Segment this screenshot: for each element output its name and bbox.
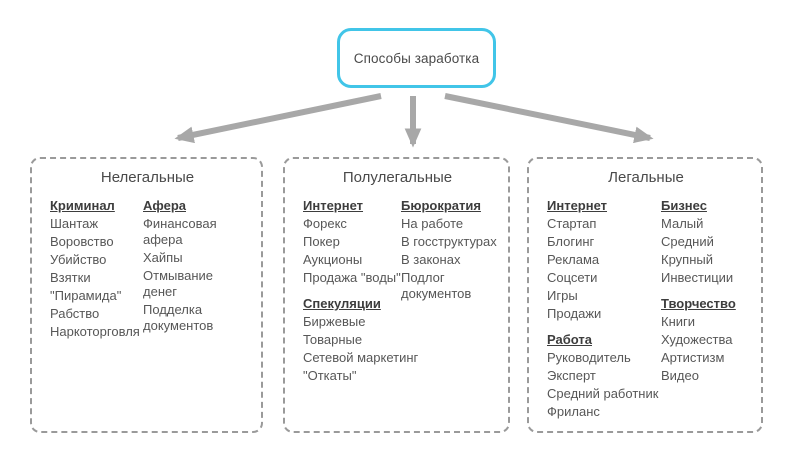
list-item: Средний работник (547, 386, 659, 401)
list-item: Художества (661, 332, 733, 347)
list-item: Форекс (303, 216, 347, 231)
panel-title: Полулегальные (342, 169, 453, 186)
section-header: Криминал (50, 198, 115, 213)
arrow-to-illegal (174, 93, 382, 144)
list-item: Артистизм (661, 350, 725, 365)
panel-title: Нелегальные (100, 169, 195, 186)
list-item: Реклама (547, 252, 600, 267)
section-header: Бюрократия (401, 198, 481, 213)
list-item: Хайпы (143, 250, 183, 265)
panel-title: Легальные (608, 169, 684, 186)
list-item: Финансовая афера (143, 216, 217, 247)
list-item: Взятки (50, 270, 91, 285)
list-item: Сетевой маркетинг (303, 350, 419, 365)
section-header: Работа (547, 332, 592, 347)
list-item: В госструктурах (401, 234, 497, 249)
list-item: Малый (661, 216, 704, 231)
section-header: Творчество (661, 296, 736, 311)
list-item: Шантаж (50, 216, 99, 231)
list-item: Крупный (661, 252, 713, 267)
section-header: Бизнес (661, 198, 707, 213)
list-item: Видео (661, 368, 699, 383)
list-item: Игры (547, 288, 578, 303)
list-item: "Откаты" (303, 368, 357, 383)
section-header: Интернет (303, 198, 364, 213)
list-item: На работе (401, 216, 464, 231)
list-item: "Пирамида" (50, 288, 122, 303)
list-item: Блогинг (547, 234, 595, 249)
section-header: Спекуляции (303, 296, 381, 311)
list-item: Продажа "воды" (303, 270, 401, 285)
list-item: Соцсети (547, 270, 598, 285)
list-item: Средний (661, 234, 714, 249)
list-item: В законах (401, 252, 461, 267)
list-item: Руководитель (547, 350, 631, 365)
list-item: Воровство (50, 234, 114, 249)
list-item: Отмывание денег (143, 268, 214, 299)
list-item: Убийство (50, 252, 107, 267)
section-header: Афера (143, 198, 186, 213)
list-item: Инвестиции (661, 270, 734, 285)
panel-column: Бюрократия На работе В госструктурах В зако… (401, 198, 503, 386)
list-item: Подделка документов (143, 302, 214, 333)
root-node: Способы заработка (337, 28, 496, 88)
list-item: Стартап (547, 216, 597, 231)
list-item: Покер (303, 234, 340, 249)
list-item: Подлог документов (401, 270, 472, 301)
root-node-label: Способы заработка (353, 50, 480, 66)
list-item: Продажи (547, 306, 602, 321)
list-item: Наркоторговля (50, 324, 140, 339)
list-item: Аукционы (303, 252, 363, 267)
list-item: Рабство (50, 306, 100, 321)
list-item: Биржевые (303, 314, 366, 329)
list-item: Фриланс (547, 404, 600, 419)
list-item: Товарные (303, 332, 363, 347)
list-item: Эксперт (547, 368, 596, 383)
section-бюрократия: Бюрократия На работе В госструктурах В зако… (401, 198, 503, 302)
section-header: Интернет (547, 198, 608, 213)
arrow-to-legal (444, 93, 654, 144)
list-item: Книги (661, 314, 696, 329)
